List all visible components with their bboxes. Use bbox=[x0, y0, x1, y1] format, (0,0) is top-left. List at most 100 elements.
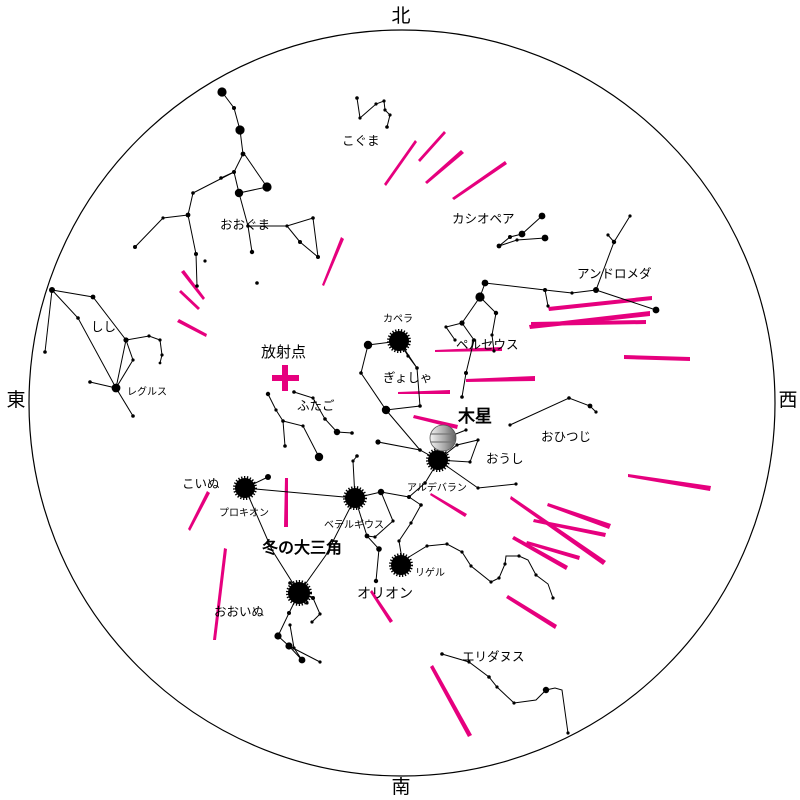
star bbox=[440, 652, 444, 656]
label-jupiter: 木星 bbox=[457, 406, 492, 427]
star bbox=[249, 249, 255, 255]
star bbox=[160, 353, 164, 357]
star bbox=[455, 443, 459, 447]
star bbox=[397, 539, 401, 543]
meteor-streak bbox=[322, 237, 344, 286]
star bbox=[517, 554, 521, 558]
star bbox=[234, 188, 244, 198]
meteor-streak bbox=[370, 590, 393, 623]
label-orion: オリオン bbox=[357, 586, 413, 602]
ursa-major-lines bbox=[286, 225, 301, 243]
star bbox=[508, 235, 512, 239]
label-perseus: ペルセウス bbox=[456, 337, 519, 352]
star bbox=[587, 403, 593, 409]
jupiter-disc bbox=[429, 424, 457, 452]
star bbox=[49, 287, 55, 293]
star bbox=[409, 521, 413, 525]
star bbox=[382, 99, 386, 103]
star bbox=[551, 596, 555, 600]
meteor-streak bbox=[435, 347, 502, 352]
star bbox=[318, 612, 322, 616]
meteor-streak bbox=[466, 376, 535, 382]
meteor-streak bbox=[418, 131, 446, 162]
star bbox=[418, 448, 422, 452]
star bbox=[358, 116, 362, 120]
star bbox=[475, 292, 485, 302]
star bbox=[472, 338, 476, 342]
star bbox=[460, 395, 464, 399]
star bbox=[203, 259, 207, 263]
star bbox=[490, 333, 494, 337]
star bbox=[131, 358, 135, 362]
meteor-streak bbox=[384, 140, 417, 186]
star bbox=[611, 239, 617, 245]
star bbox=[497, 576, 501, 580]
star bbox=[487, 675, 491, 679]
star bbox=[407, 495, 411, 499]
star bbox=[355, 96, 359, 100]
star bbox=[281, 419, 285, 423]
star bbox=[262, 182, 272, 192]
sirius-star bbox=[289, 583, 309, 603]
eridanus-lines bbox=[441, 653, 569, 734]
star bbox=[375, 439, 381, 445]
meteor-streak bbox=[533, 519, 606, 537]
star bbox=[265, 391, 271, 397]
aldebaran-star bbox=[429, 451, 447, 469]
meteor-streaks bbox=[177, 131, 711, 737]
star bbox=[131, 414, 135, 418]
gemini-lines bbox=[282, 420, 320, 458]
label-aries: おひつじ bbox=[541, 429, 591, 444]
star bbox=[492, 349, 496, 353]
star bbox=[567, 396, 571, 400]
star bbox=[464, 428, 468, 432]
star bbox=[298, 656, 306, 664]
star bbox=[288, 623, 292, 627]
jupiter-planet bbox=[429, 424, 457, 452]
taurus-lines bbox=[385, 409, 421, 451]
label-eridanus: エリダヌス bbox=[462, 649, 525, 664]
star bbox=[508, 423, 512, 427]
meteor-streak bbox=[510, 496, 606, 565]
star bbox=[158, 338, 162, 342]
meteor-streak bbox=[177, 319, 207, 337]
aries-lines bbox=[509, 397, 597, 426]
star bbox=[310, 620, 314, 624]
star bbox=[373, 535, 377, 539]
star bbox=[265, 474, 271, 480]
meteor-streak bbox=[506, 595, 557, 629]
betelgeuse-star bbox=[346, 489, 364, 507]
star bbox=[542, 686, 550, 694]
star bbox=[377, 488, 385, 496]
label-procyon: プロキオン bbox=[219, 507, 269, 519]
star bbox=[376, 546, 382, 552]
star bbox=[518, 230, 526, 238]
label-aldebaran: アルデバラン bbox=[407, 481, 467, 494]
radiant-marker bbox=[272, 365, 299, 391]
star bbox=[133, 245, 137, 249]
direction-south: 南 bbox=[391, 776, 410, 798]
star bbox=[503, 562, 507, 566]
star bbox=[191, 191, 195, 195]
andromeda-lines bbox=[607, 215, 631, 243]
label-canis-minor: こいぬ bbox=[182, 476, 220, 491]
star bbox=[425, 544, 429, 548]
label-winter-triangle: 冬の大三角 bbox=[262, 538, 342, 557]
label-regulus: レグルス bbox=[127, 385, 167, 398]
star bbox=[459, 320, 465, 326]
star bbox=[566, 731, 570, 735]
star bbox=[123, 337, 129, 343]
procyon-star bbox=[236, 479, 254, 497]
star bbox=[316, 255, 320, 259]
meteor-streak bbox=[181, 270, 205, 300]
star bbox=[285, 642, 293, 650]
star bbox=[158, 361, 162, 365]
winter-triangle-lines bbox=[244, 487, 300, 594]
label-auriga: ぎょしゃ bbox=[383, 370, 432, 385]
star bbox=[489, 580, 493, 584]
label-ursa-minor: こぐま bbox=[342, 133, 380, 148]
eridanus-lines bbox=[408, 543, 554, 599]
winter-triangle-lines bbox=[298, 497, 356, 594]
star bbox=[541, 234, 549, 242]
